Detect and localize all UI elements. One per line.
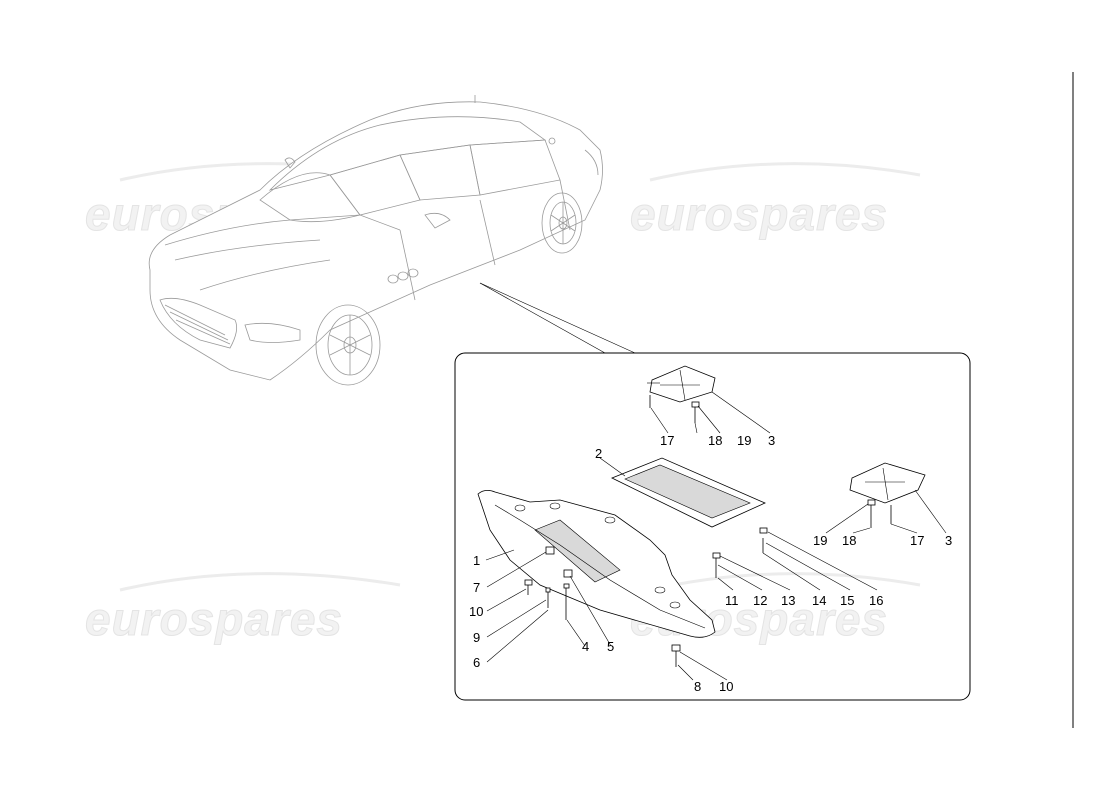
callout-13: 13 xyxy=(781,593,795,608)
watermark-top-right: eurospares xyxy=(630,162,921,241)
callout-1: 1 xyxy=(473,553,480,568)
svg-text:eurospares: eurospares xyxy=(85,593,343,645)
callout-12: 12 xyxy=(753,593,767,608)
rear-wheel xyxy=(541,192,583,254)
part-2-panel xyxy=(611,457,766,528)
part-3-upper-bracket xyxy=(647,365,716,403)
callout-5: 5 xyxy=(607,639,614,654)
callout-4: 4 xyxy=(582,639,589,654)
callout-10-left: 10 xyxy=(469,604,483,619)
callout-17-upper: 17 xyxy=(660,433,674,448)
detail-frame xyxy=(454,352,971,701)
callout-2: 2 xyxy=(595,446,602,461)
callout-15: 15 xyxy=(840,593,854,608)
watermark-bottom-left: eurospares xyxy=(85,572,401,646)
callout-19-right: 19 xyxy=(813,533,827,548)
callout-labels: 1 2 3 3 4 5 6 7 8 9 10 10 11 12 13 14 15… xyxy=(469,433,952,694)
callout-14: 14 xyxy=(812,593,826,608)
callout-19-upper: 19 xyxy=(737,433,751,448)
callout-10-bottom: 10 xyxy=(719,679,733,694)
callout-18-upper: 18 xyxy=(708,433,722,448)
callout-7: 7 xyxy=(473,580,480,595)
front-wheel xyxy=(315,304,381,386)
callout-17-right: 17 xyxy=(910,533,924,548)
callout-18-right: 18 xyxy=(842,533,856,548)
part-1-underbody-shield xyxy=(477,490,716,638)
fasteners xyxy=(524,395,892,667)
car-illustration xyxy=(148,95,603,386)
callout-16: 16 xyxy=(869,593,883,608)
callout-8: 8 xyxy=(694,679,701,694)
part-3-right-bracket xyxy=(849,462,926,504)
part-7-clip xyxy=(545,546,555,555)
callout-6: 6 xyxy=(473,655,480,670)
callout-leaders xyxy=(485,391,947,681)
part-5-clip xyxy=(563,569,573,578)
callout-3-upper: 3 xyxy=(768,433,775,448)
callout-11: 11 xyxy=(725,593,739,608)
callout-3-right: 3 xyxy=(945,533,952,548)
detail-leader xyxy=(479,282,636,354)
callout-9: 9 xyxy=(473,630,480,645)
svg-text:eurospares: eurospares xyxy=(630,188,888,240)
